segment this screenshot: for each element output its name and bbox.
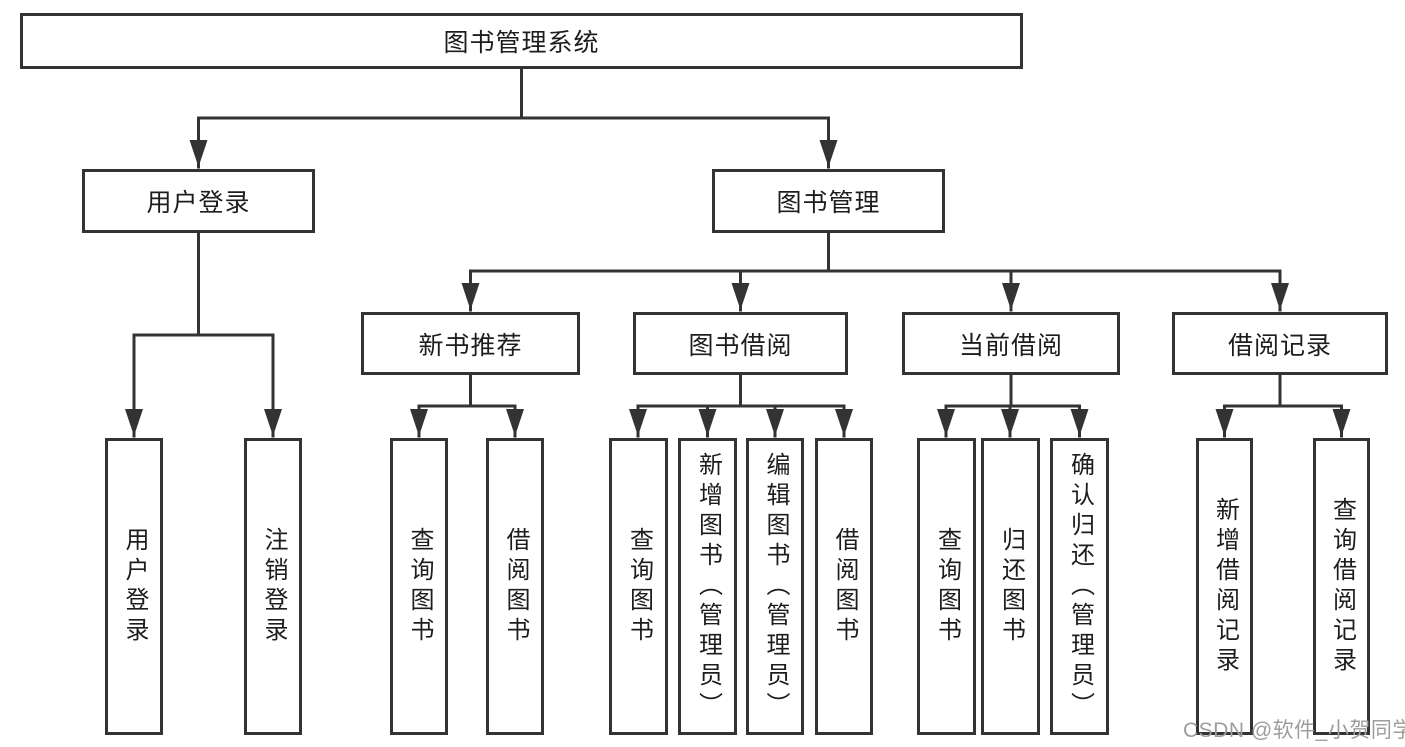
leaf-edit-books-admin: 编辑图书（管理员） [746,438,804,735]
node-label: 图书借阅 [688,331,793,360]
node-new-book-recommendation: 新书推荐 [361,312,580,375]
leaf-borrow-books: 借阅图书 [815,438,873,735]
leaf-logout: 注销登录 [244,438,302,735]
node-label: 查询图书 [406,526,433,647]
node-label: 用户登录 [121,526,148,647]
node-borrowing-records: 借阅记录 [1172,312,1388,375]
leaf-return-books: 归还图书 [981,438,1040,735]
leaf-query-books-current: 查询图书 [917,438,976,735]
node-label: 查询图书 [933,526,961,647]
node-label: 注销登录 [260,526,287,647]
node-label: 查询借阅记录 [1328,496,1356,677]
node-label: 借阅图书 [502,526,529,647]
leaf-query-borrow-record: 查询借阅记录 [1313,438,1370,735]
node-book-borrowing: 图书借阅 [633,312,848,375]
node-label: 新增借阅记录 [1211,496,1239,677]
node-label: 当前借阅 [958,331,1063,360]
leaf-user-login: 用户登录 [105,438,163,735]
node-label: 图书管理系统 [443,29,600,57]
leaf-add-books-admin: 新增图书（管理员） [678,438,737,735]
leaf-add-borrow-record: 新增借阅记录 [1196,438,1253,735]
csdn-watermark: CSDN @软件_小贺同学 [1183,719,1405,742]
node-label: 用户登录 [146,189,251,217]
node-current-borrowing: 当前借阅 [902,312,1120,375]
node-label: 借阅图书 [831,526,858,647]
node-label: 新增图书（管理员） [694,451,722,722]
node-label: 编辑图书（管理员） [762,451,789,722]
node-user-login-branch: 用户登录 [82,169,315,233]
leaf-query-books-borrow: 查询图书 [609,438,668,735]
node-label: 借阅记录 [1227,331,1332,360]
node-label: 查询图书 [625,526,653,647]
node-label: 确认归还（管理员） [1066,451,1094,722]
node-label: 图书管理 [776,189,881,217]
leaf-borrow-books-recommend: 借阅图书 [486,438,544,735]
node-book-management-branch: 图书管理 [712,169,945,233]
node-system-root: 图书管理系统 [20,13,1023,69]
node-label: 归还图书 [997,526,1025,647]
leaf-confirm-return-admin: 确认归还（管理员） [1050,438,1109,735]
node-label: 新书推荐 [418,331,523,360]
leaf-query-books-recommend: 查询图书 [390,438,448,735]
